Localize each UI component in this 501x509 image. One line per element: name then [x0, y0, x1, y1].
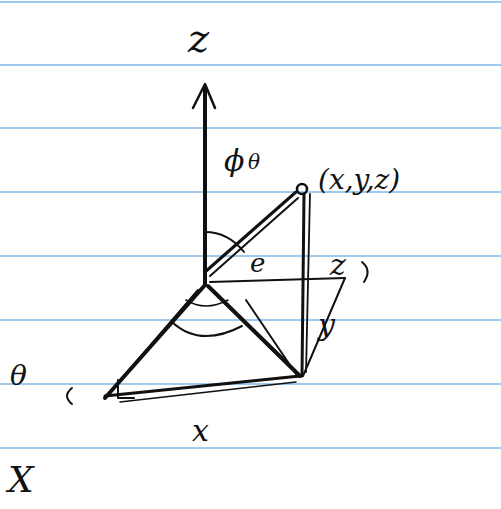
length-label: y	[318, 310, 335, 340]
radius-label: e	[250, 250, 265, 276]
angle-label: θ	[10, 362, 27, 390]
axis-label: z	[188, 18, 209, 58]
axis-label: X	[8, 462, 34, 498]
point-label: (x,y,z)	[318, 166, 400, 194]
ruled-lines	[0, 2, 501, 448]
sketch-lines	[67, 84, 368, 404]
angle-label: θ	[248, 152, 260, 172]
angle-label: ϕ	[224, 146, 244, 176]
length-label: x	[192, 416, 209, 446]
length-label: z	[330, 250, 346, 280]
